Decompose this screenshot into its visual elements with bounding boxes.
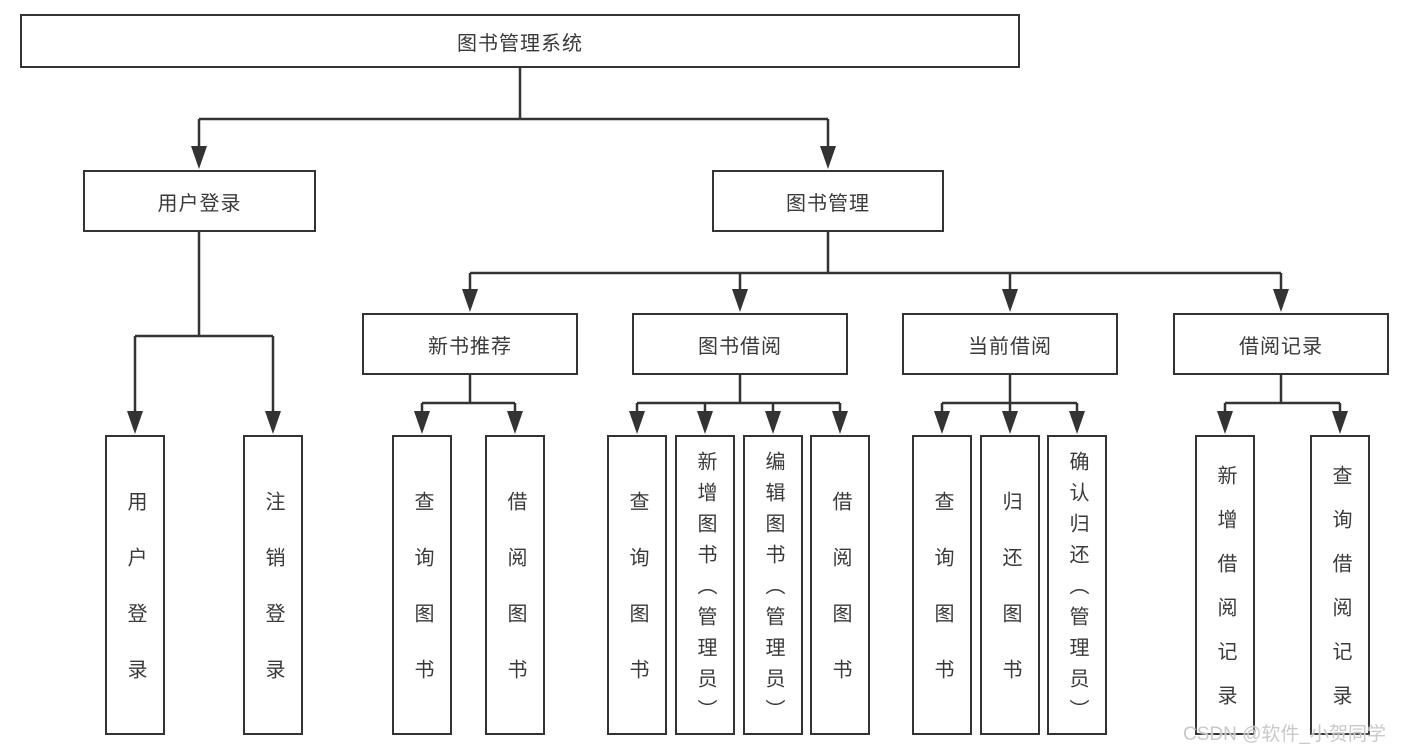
node-book-management-label: 图书管理 bbox=[786, 192, 870, 215]
leaf-query-book-borrow: 查询图书 bbox=[607, 435, 667, 735]
node-current-borrow: 当前借阅 bbox=[902, 313, 1118, 375]
leaf-add-book-admin: 新增图书（管理员） bbox=[675, 435, 735, 735]
root-node-book-management-system: 图书管理系统 bbox=[20, 14, 1020, 68]
leaf-user-login-label: 用户登录 bbox=[124, 491, 146, 715]
node-borrow-records-label: 借阅记录 bbox=[1239, 335, 1323, 358]
arrowheads bbox=[127, 146, 1348, 434]
leaf-logout-label: 注销登录 bbox=[262, 491, 284, 715]
leaf-confirm-return-admin: 确认归还（管理员） bbox=[1047, 435, 1107, 735]
node-new-book-recommend: 新书推荐 bbox=[362, 313, 578, 375]
leaf-query-book-recommend: 查询图书 bbox=[392, 435, 452, 735]
leaf-query-book-current: 查询图书 bbox=[912, 435, 972, 735]
leaf-return-book: 归还图书 bbox=[980, 435, 1040, 735]
leaf-borrow-book-recommend-label: 借阅图书 bbox=[504, 491, 526, 715]
leaf-borrow-book-label: 借阅图书 bbox=[829, 491, 851, 715]
node-borrow-records: 借阅记录 bbox=[1173, 313, 1389, 375]
node-user-login-label: 用户登录 bbox=[157, 192, 242, 215]
node-new-book-recommend-label: 新书推荐 bbox=[428, 335, 512, 358]
leaf-user-login: 用户登录 bbox=[105, 435, 165, 735]
leaf-edit-book-admin: 编辑图书（管理员） bbox=[743, 435, 803, 735]
leaf-query-book-current-label: 查询图书 bbox=[931, 491, 953, 715]
leaf-add-borrow-record: 新增借阅记录 bbox=[1195, 435, 1255, 735]
node-book-borrow-label: 图书借阅 bbox=[698, 335, 782, 358]
node-book-borrow: 图书借阅 bbox=[632, 313, 848, 375]
csdn-watermark: CSDN @软件_小贺同学 bbox=[1183, 724, 1386, 745]
leaf-logout: 注销登录 bbox=[243, 435, 303, 735]
leaf-query-borrow-record: 查询借阅记录 bbox=[1310, 435, 1370, 735]
leaf-borrow-book-recommend: 借阅图书 bbox=[485, 435, 545, 735]
node-user-login: 用户登录 bbox=[83, 170, 316, 232]
leaf-query-book-recommend-label: 查询图书 bbox=[411, 491, 433, 715]
leaf-add-borrow-record-label: 新增借阅记录 bbox=[1214, 465, 1236, 729]
root-node-label: 图书管理系统 bbox=[457, 32, 583, 55]
leaf-edit-book-admin-label: 编辑图书（管理员） bbox=[762, 451, 784, 730]
leaf-confirm-return-admin-label: 确认归还（管理员） bbox=[1066, 451, 1088, 730]
leaf-query-borrow-record-label: 查询借阅记录 bbox=[1329, 465, 1351, 729]
leaf-add-book-admin-label: 新增图书（管理员） bbox=[694, 451, 716, 730]
leaf-return-book-label: 归还图书 bbox=[999, 491, 1021, 715]
node-current-borrow-label: 当前借阅 bbox=[968, 335, 1052, 358]
leaf-query-book-borrow-label: 查询图书 bbox=[626, 491, 648, 715]
node-book-management: 图书管理 bbox=[712, 170, 944, 232]
leaf-borrow-book: 借阅图书 bbox=[810, 435, 870, 735]
